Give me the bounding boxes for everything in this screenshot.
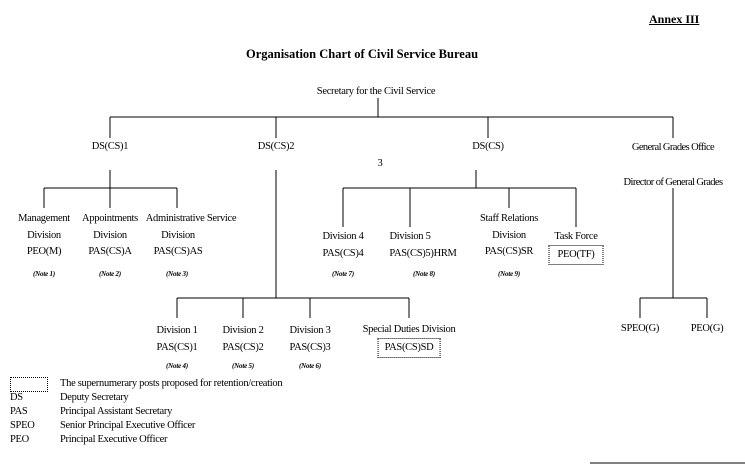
note-9: (Note 9) bbox=[498, 270, 520, 278]
node-division-1: Division 1 PAS(CS)1 bbox=[156, 322, 197, 356]
node-special-duties-division: Special Duties Division PAS(CS)SD bbox=[363, 322, 456, 358]
node-label-line1: Division 4 bbox=[322, 231, 364, 242]
note-6: (Note 6) bbox=[299, 362, 321, 370]
node-speo-g: SPEO(G) bbox=[620, 323, 660, 334]
note-1: (Note 1) bbox=[33, 270, 55, 278]
ds-cs-number: 3 bbox=[377, 158, 383, 169]
legend-abbr-pas: PAS bbox=[10, 406, 28, 417]
note-5: (Note 5) bbox=[232, 362, 254, 370]
node-label-line2: Division bbox=[27, 229, 61, 241]
node-post: PEO(M) bbox=[26, 246, 62, 257]
node-label-line2: Division bbox=[93, 229, 127, 241]
node-post: PAS(CS)SR bbox=[484, 246, 534, 257]
node-post: PAS(CS)A bbox=[88, 246, 132, 257]
legend-abbr-peo: PEO bbox=[10, 434, 29, 445]
node-label-line1: Division 1 bbox=[156, 325, 198, 336]
node-post: PAS(CS)4 bbox=[322, 247, 364, 259]
node-label-line1: Task Force bbox=[554, 231, 598, 242]
note-7: (Note 7) bbox=[332, 270, 354, 278]
node-division-2: Division 2 PAS(CS)2 bbox=[222, 322, 263, 356]
legend-text-ds: Deputy Secretary bbox=[60, 392, 129, 403]
node-administrative-service-division: Administrative Service Division PAS(CS)A… bbox=[146, 211, 237, 261]
node-label-line1: Division 5 bbox=[389, 231, 431, 242]
node-post-supernumerary: PEO(TF) bbox=[548, 245, 604, 265]
node-division-4: Division 4 PAS(CS)4 bbox=[322, 229, 363, 262]
node-post-supernumerary: PAS(CS)SD bbox=[377, 338, 441, 358]
legend-dotted-box-swatch bbox=[10, 377, 48, 392]
node-label-line1: Management bbox=[18, 213, 70, 224]
legend-abbr-ds: DS bbox=[10, 392, 23, 403]
node-staff-relations-division: Staff Relations Division PAS(CS)SR bbox=[480, 211, 538, 261]
legend-text-peo: Principal Executive Officer bbox=[60, 434, 168, 445]
node-appointments-division: Appointments Division PAS(CS)A bbox=[82, 211, 138, 261]
note-3: (Note 3) bbox=[166, 270, 188, 278]
node-secretary: Secretary for the Civil Service bbox=[316, 86, 436, 97]
legend-text-speo: Senior Principal Executive Officer bbox=[60, 420, 196, 431]
legend-abbr-speo: SPEO bbox=[10, 420, 35, 431]
node-label-line2: Division bbox=[161, 229, 195, 241]
node-ds-cs-2: DS(CS)2 bbox=[257, 141, 295, 152]
node-ds-cs-1: DS(CS)1 bbox=[91, 141, 129, 152]
note-2: (Note 2) bbox=[99, 270, 121, 278]
legend-text-pas: Principal Assistant Secretary bbox=[60, 406, 173, 417]
node-management-division: Management Division PEO(M) bbox=[18, 211, 70, 261]
node-post: PAS(CS)1 bbox=[156, 342, 198, 353]
node-director-general-grades: Director of General Grades bbox=[623, 177, 724, 188]
node-ds-cs: DS(CS) bbox=[472, 141, 504, 152]
node-label-line2: Division bbox=[492, 229, 526, 241]
node-task-force: Task Force PEO(TF) bbox=[548, 229, 604, 265]
note-4: (Note 4) bbox=[166, 362, 188, 370]
chart-title: Organisation Chart of Civil Service Bure… bbox=[245, 47, 479, 61]
node-post: PAS(CS)AS bbox=[153, 246, 203, 257]
node-division-3: Division 3 PAS(CS)3 bbox=[289, 322, 330, 356]
node-general-grades-office: General Grades Office bbox=[631, 142, 715, 153]
note-8: (Note 8) bbox=[413, 270, 435, 278]
annex-label: Annex III bbox=[649, 12, 700, 26]
node-label-line1: Division 2 bbox=[222, 325, 264, 336]
node-post: PAS(CS)3 bbox=[289, 342, 331, 353]
node-division-5: Division 5 PAS(CS)5)HRM bbox=[389, 229, 457, 262]
node-post: PAS(CS)2 bbox=[222, 342, 264, 353]
node-label-line1: Appointments bbox=[82, 213, 138, 224]
node-post: PAS(CS)5)HRM bbox=[389, 247, 457, 259]
node-label-line1: Staff Relations bbox=[479, 213, 539, 224]
node-peo-g: PEO(G) bbox=[690, 323, 724, 334]
node-label-line1: Special Duties Division bbox=[362, 324, 456, 335]
node-label-line1: Division 3 bbox=[289, 325, 331, 336]
node-label-line1: Administrative Service bbox=[145, 213, 237, 224]
legend-text-supernumerary: The supernumerary posts proposed for ret… bbox=[60, 378, 283, 389]
